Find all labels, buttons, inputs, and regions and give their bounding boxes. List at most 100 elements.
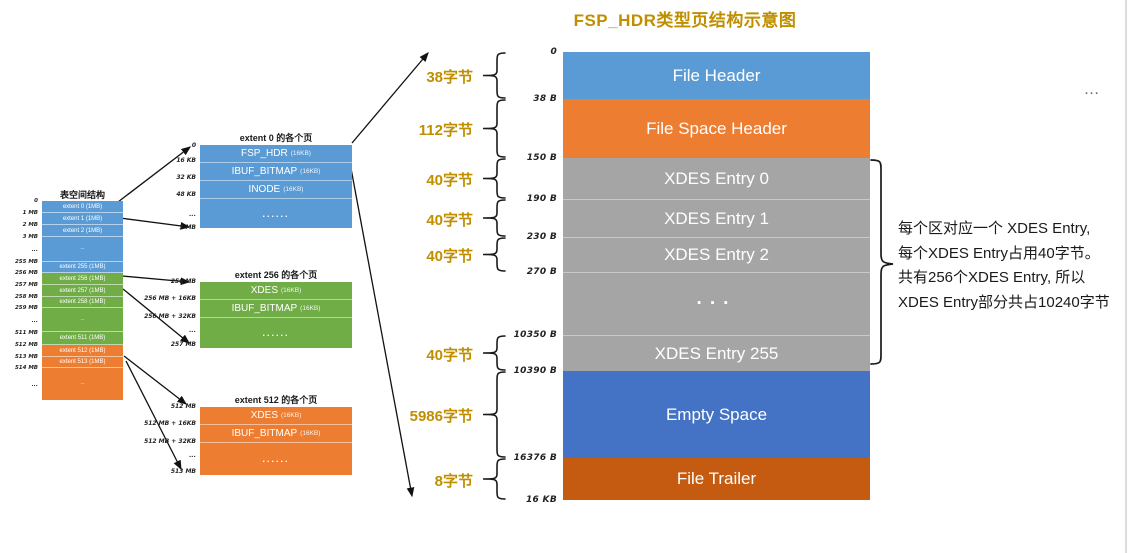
ts-offset: 256 MB — [14, 270, 38, 276]
extent512-box: XDES(16KB) IBUF_BITMAP(16KB) ...... — [200, 407, 352, 475]
size-label: 40字节 — [426, 172, 473, 189]
page-offset: 16376 B — [513, 453, 557, 463]
annotation-line: 每个区对应一个 XDES Entry, — [898, 220, 1091, 237]
page-row: ...... — [262, 454, 290, 464]
ext512-offset: ... — [189, 452, 196, 459]
ts-offset: 3 MB — [22, 234, 38, 240]
extent0-title: extent 0 的各个页 — [239, 133, 313, 143]
tablespace-row: extent 256 (1MB) — [42, 273, 123, 285]
ext256-offset: 256 MB + 32KB — [144, 313, 196, 320]
section-file-header: File Header — [563, 52, 870, 99]
ext0-offset: 1 MB — [179, 224, 196, 231]
fsp-hdr-page-box: File Header File Space Header XDES Entry… — [563, 52, 870, 500]
ts-offset: 257 MB — [14, 282, 38, 288]
size-label: 112字节 — [418, 122, 473, 139]
tablespace-row: extent 512 (1MB) — [42, 345, 123, 357]
tablespace-row: extent 2 (1MB) — [42, 225, 123, 237]
size-label: 38字节 — [426, 69, 473, 86]
page-row: IBUF_BITMAP(16KB) — [200, 163, 352, 181]
ts-offset: 514 MB — [14, 365, 38, 371]
ts-offset: 511 MB — [14, 330, 38, 336]
xdes-group-bracket — [870, 159, 894, 365]
ts-offset: 0 — [34, 198, 38, 204]
ts-offset: 258 MB — [14, 294, 38, 300]
extent256-box: XDES(16KB) IBUF_BITMAP(16KB) ...... — [200, 282, 352, 348]
tablespace-row-gap: -- — [42, 368, 123, 400]
page-offset: 270 B — [526, 267, 557, 277]
ext256-offset: 256 MB — [170, 278, 196, 285]
annotation-line: 共有256个XDES Entry, 所以 — [898, 269, 1086, 286]
ext0-offset: ... — [189, 211, 196, 218]
page-row: IBUF_BITMAP(16KB) — [200, 425, 352, 443]
ts-offset: ... — [31, 247, 38, 253]
tablespace-row: extent 1 (1MB) — [42, 213, 123, 225]
ts-offset: ... — [31, 318, 38, 324]
ext256-offset: 257 MB — [170, 341, 196, 348]
ts-offset: ... — [31, 382, 38, 388]
size-label: 8字节 — [434, 473, 473, 490]
ext0-offset: 16 KB — [176, 157, 196, 164]
page-offset: 10390 B — [513, 366, 557, 376]
tablespace-title: 表空间结构 — [59, 190, 105, 200]
tablespace-row-gap: -- — [42, 308, 123, 332]
page-row: IBUF_BITMAP(16KB) — [200, 300, 352, 318]
section-file-space-header: File Space Header — [563, 99, 870, 158]
size-label: 40字节 — [426, 347, 473, 364]
size-label: 40字节 — [426, 248, 473, 265]
ext0-offset: 48 KB — [176, 191, 196, 198]
extent512-title: extent 512 的各个页 — [234, 395, 318, 405]
tablespace-row: extent 255 (1MB) — [42, 262, 123, 273]
extent256-title: extent 256 的各个页 — [234, 270, 318, 280]
page-row: FSP_HDR(16KB) — [200, 145, 352, 163]
section-file-trailer: File Trailer — [563, 458, 870, 500]
page-row: XDES(16KB) — [200, 407, 352, 425]
ts-offset: 255 MB — [14, 259, 38, 265]
xdes-annotation: 每个区对应一个 XDES Entry, 每个XDES Entry占用40字节。 … — [898, 217, 1136, 315]
page-row: ...... — [262, 208, 290, 219]
page-row: INODE(16KB) — [200, 181, 352, 199]
tablespace-row: extent 258 (1MB) — [42, 297, 123, 308]
scrollbar-track[interactable] — [1125, 0, 1127, 553]
page-offset: 0 — [550, 47, 557, 57]
section-xdes-entry-2: XDES Entry 2 — [563, 237, 870, 272]
tablespace-box: extent 0 (1MB) extent 1 (1MB) extent 2 (… — [42, 201, 123, 400]
ext512-offset: 513 MB — [170, 468, 196, 475]
page-offset: 150 B — [526, 153, 557, 163]
ext512-offset: 512 MB + 16KB — [144, 420, 196, 427]
ext0-offset: 32 KB — [176, 174, 196, 181]
arrow-extent512-top — [123, 355, 188, 405]
section-xdes-entry-0: XDES Entry 0 — [563, 158, 870, 199]
section-xdes-entry-255: XDES Entry 255 — [563, 335, 870, 371]
page-row: XDES(16KB) — [200, 282, 352, 300]
page-offset: 16 KB — [526, 495, 557, 505]
ext256-offset: 256 MB + 16KB — [144, 295, 196, 302]
size-label: 40字节 — [426, 212, 473, 229]
page-row: ...... — [262, 328, 290, 338]
ts-offset: 512 MB — [14, 342, 38, 348]
ext512-offset: 512 MB — [170, 403, 196, 410]
tablespace-row: extent 257 (1MB) — [42, 285, 123, 297]
ext0-offset: 0 — [191, 142, 196, 149]
page-offset: 10350 B — [513, 330, 557, 340]
ext512-offset: 512 MB + 32KB — [144, 438, 196, 445]
ts-offset: 513 MB — [14, 354, 38, 360]
section-empty-space: Empty Space — [563, 371, 870, 458]
annotation-line: 每个XDES Entry占用40字节。 — [898, 244, 1100, 262]
section-xdes-entry-1: XDES Entry 1 — [563, 199, 870, 237]
tablespace-row: extent 513 (1MB) — [42, 357, 123, 368]
top-right-ellipsis: ... — [1085, 85, 1101, 97]
page-offset: 190 B — [526, 194, 557, 204]
ts-offset: 259 MB — [14, 305, 38, 311]
ext256-offset: ... — [189, 327, 196, 334]
tablespace-row: extent 511 (1MB) — [42, 332, 123, 345]
tablespace-row-gap: -- — [42, 237, 123, 262]
section-xdes-ellipsis: ··· — [563, 272, 870, 335]
page-title: FSP_HDR类型页结构示意图 — [573, 11, 797, 30]
page-offset: 38 B — [533, 94, 557, 104]
ts-offset: 1 MB — [22, 210, 38, 216]
tablespace-row: extent 0 (1MB) — [42, 201, 123, 213]
size-label: 5986字节 — [409, 408, 473, 425]
extent0-box: FSP_HDR(16KB) IBUF_BITMAP(16KB) INODE(16… — [200, 145, 352, 228]
annotation-line: XDES Entry部分共占10240字节 — [898, 293, 1110, 311]
